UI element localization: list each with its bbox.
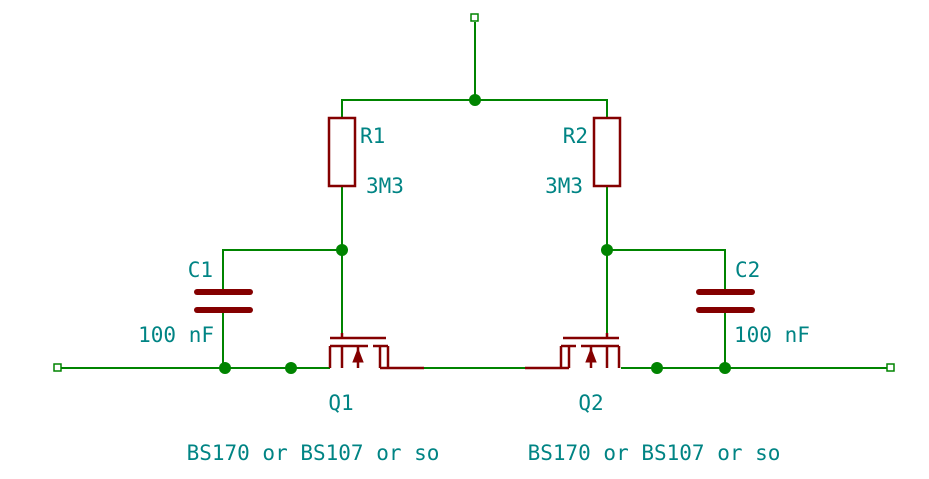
resistor-r2-body[interactable] (592, 116, 622, 188)
q1-value-label: BS170 or BS107 or so (187, 441, 440, 465)
terminals (53, 13, 895, 372)
c2-ref-label: C2 (735, 258, 760, 282)
r2-ref-label: R2 (563, 124, 588, 148)
c1-value-label: 100 nF (138, 323, 214, 347)
mosfet-q2-symbol[interactable] (525, 333, 621, 370)
junction-c1-bottom (219, 362, 231, 374)
junction-right-mid (651, 362, 663, 374)
q1-ref-label: Q1 (328, 391, 353, 415)
capacitor-c2-symbol[interactable] (696, 289, 755, 313)
r2-value-label: 3M3 (545, 174, 583, 198)
c1-ref-label: C1 (188, 258, 213, 282)
terminal-right[interactable] (886, 363, 895, 372)
junctions (219, 94, 731, 374)
mosfet-q1-symbol[interactable] (328, 333, 424, 370)
r1-ref-label: R1 (360, 124, 385, 148)
junction-right-node (601, 244, 613, 256)
junction-left-mid (285, 362, 297, 374)
wire-c1-top (222, 249, 342, 292)
terminal-left[interactable] (53, 363, 62, 372)
wire-c2-top (607, 249, 726, 292)
junction-c2-bottom (719, 362, 731, 374)
terminal-top[interactable] (470, 13, 479, 22)
labels: R1 3M3 R2 3M3 C1 100 nF C2 100 nF Q1 BS1… (138, 124, 810, 465)
r1-value-label: 3M3 (366, 174, 404, 198)
components (194, 116, 755, 370)
resistor-r1-body[interactable] (327, 116, 357, 188)
junction-left-node (336, 244, 348, 256)
q2-value-label: BS170 or BS107 or so (528, 441, 781, 465)
c2-value-label: 100 nF (734, 323, 810, 347)
wires (58, 22, 890, 369)
junction-top (469, 94, 481, 106)
q2-ref-label: Q2 (578, 391, 603, 415)
capacitor-c1-symbol[interactable] (194, 289, 253, 313)
